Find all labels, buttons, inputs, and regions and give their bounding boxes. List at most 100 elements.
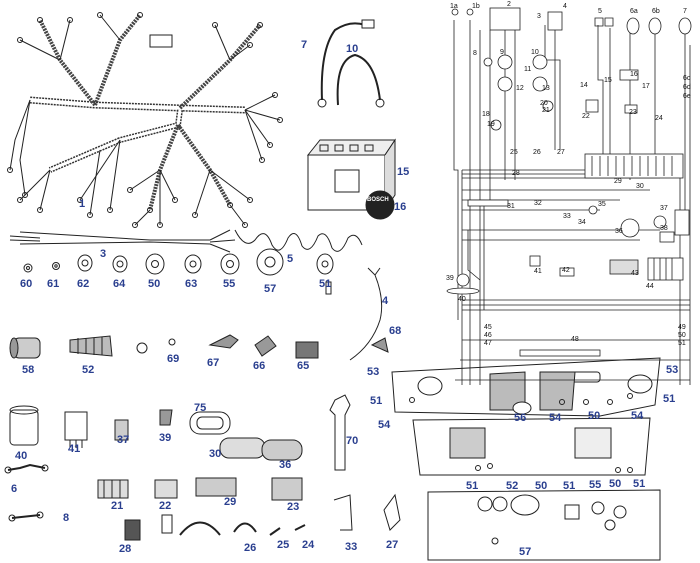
schematic-label: 47 — [484, 340, 492, 347]
panel-label-54-right: 54 — [631, 410, 644, 422]
part-label-6: 6 — [11, 483, 18, 495]
schematic-label: 44 — [646, 283, 654, 290]
schematic-label: 43 — [631, 270, 639, 277]
schematic-label: 12 — [516, 85, 524, 92]
wiring-harness — [7, 12, 283, 228]
dashboard-lower-panel — [427, 489, 661, 561]
part-label-22: 22 — [159, 500, 172, 512]
schematic-label: 5 — [598, 8, 602, 15]
dashboard-upper-panel — [391, 357, 661, 417]
schematic-label: 51 — [678, 340, 686, 347]
battery — [306, 138, 396, 220]
schematic-label: 11 — [524, 66, 532, 73]
panel-label-51-b: 51 — [563, 480, 576, 492]
schematic-label: 29 — [614, 178, 622, 185]
schematic-label: 21 — [542, 107, 550, 114]
schematic-label: 9 — [500, 49, 504, 56]
part-label-68: 68 — [389, 325, 402, 337]
schematic-label: 33 — [563, 213, 571, 220]
part-label-66: 66 — [253, 360, 266, 372]
schematic-label: 3 — [537, 13, 541, 20]
schematic-label: 48 — [571, 336, 579, 343]
schematic-label: 40 — [458, 296, 466, 303]
schematic-label: 41 — [534, 268, 542, 275]
part-label-26: 26 — [244, 542, 257, 554]
part-label-50: 50 — [148, 278, 161, 290]
schematic-label: 6e — [683, 93, 691, 100]
schematic-label: 37 — [660, 205, 668, 212]
panel-label-54-left: 54 — [378, 419, 391, 431]
part-label-36: 36 — [279, 459, 292, 471]
part-label-67: 67 — [207, 357, 220, 369]
schematic-label: 50 — [678, 332, 686, 339]
schematic-label: 6a — [630, 8, 638, 15]
coiled-wire — [234, 229, 363, 252]
part-label-52: 52 — [82, 364, 95, 376]
part-label-33: 33 — [345, 541, 358, 553]
schematic-label: 6b — [652, 8, 660, 15]
panel-label-51-right: 51 — [663, 393, 676, 405]
part-label-8: 8 — [63, 512, 70, 524]
relays-and-switches — [9, 394, 351, 471]
schematic-label: 17 — [642, 83, 650, 90]
part-label-15: 15 — [397, 166, 410, 178]
part-label-64: 64 — [113, 278, 126, 290]
schematic-label: 25 — [510, 149, 518, 156]
part-label-5: 5 — [287, 253, 294, 265]
schematic-label: 8 — [473, 50, 477, 57]
cable-bundle — [9, 229, 236, 253]
schematic-label: 2 — [507, 1, 511, 8]
battery-cables — [317, 19, 385, 108]
schematic-label: 31 — [507, 203, 515, 210]
small-brackets — [4, 463, 401, 541]
panel-label-54-middle: 54 — [549, 412, 562, 424]
part-label-28: 28 — [119, 543, 132, 555]
schematic-label: 20 — [540, 100, 548, 107]
schematic-label: 30 — [636, 183, 644, 190]
panel-label-51-a: 51 — [466, 480, 479, 492]
part-label-69: 69 — [167, 353, 180, 365]
schematic-label: 22 — [582, 113, 590, 120]
panel-label-50: 50 — [588, 410, 601, 422]
schematic-label: 34 — [578, 219, 586, 226]
part-label-7: 7 — [301, 39, 308, 51]
panel-label-53-right: 53 — [666, 364, 679, 376]
boots-row — [9, 334, 389, 359]
schematic-label: 39 — [446, 275, 454, 282]
schematic-label: 28 — [512, 170, 520, 177]
schematic-label: 14 — [580, 82, 588, 89]
schematic-label: 4 — [563, 3, 567, 10]
part-label-3: 3 — [100, 248, 107, 260]
dashboard-middle-panel — [412, 417, 651, 476]
part-label-23: 23 — [287, 501, 300, 513]
part-label-10: 10 — [346, 43, 359, 55]
schematic-label: 46 — [484, 332, 492, 339]
panel-label-51-left: 51 — [370, 395, 383, 407]
part-label-75: 75 — [194, 402, 207, 414]
part-label-61: 61 — [47, 278, 60, 290]
part-label-60: 60 — [20, 278, 33, 290]
schematic-label: 15 — [604, 77, 612, 84]
panel-label-57: 57 — [519, 546, 532, 558]
panel-label-52: 52 — [506, 480, 519, 492]
schematic-label: 19 — [487, 121, 495, 128]
part-label-21: 21 — [111, 500, 124, 512]
schematic-label: 16 — [630, 71, 638, 78]
panel-label-50-b: 50 — [609, 478, 622, 490]
schematic-label: 36 — [615, 228, 623, 235]
schematic-label: 27 — [557, 149, 565, 156]
panel-label-55: 55 — [589, 479, 602, 491]
schematic-label: 23 — [629, 109, 637, 116]
schematic-label: 45 — [484, 324, 492, 331]
schematic-label: 42 — [562, 267, 570, 274]
part-label-70: 70 — [346, 435, 359, 447]
schematic-label: 7 — [683, 8, 687, 15]
part-label-1: 1 — [79, 198, 86, 210]
part-label-29: 29 — [224, 496, 237, 508]
battery-brand-badge: BOSCH — [367, 197, 389, 203]
part-label-37: 37 — [117, 434, 130, 446]
part-label-51: 51 — [319, 278, 332, 290]
panel-label-51-c: 51 — [633, 478, 646, 490]
